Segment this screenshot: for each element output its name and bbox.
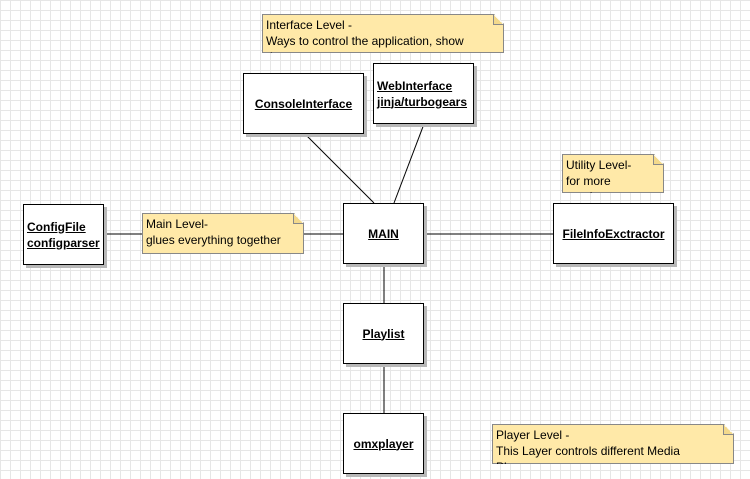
- box-label: FileInfoExctractor: [562, 226, 665, 241]
- box-label-sub: configparser: [27, 235, 100, 250]
- connector-main-console: [303, 132, 375, 204]
- box-label: MAIN: [368, 226, 399, 241]
- box-label: Playlist: [362, 326, 405, 341]
- note-main-level: Main Level- glues everything together: [142, 213, 304, 254]
- box-label: WebInterface: [377, 78, 453, 93]
- note-fold-icon: [723, 425, 733, 435]
- box-label: ConsoleInterface: [254, 96, 353, 111]
- note-line-2: glues everything together: [146, 233, 281, 247]
- box-playlist[interactable]: Playlist: [343, 303, 424, 364]
- note-line-1: Interface Level -: [266, 18, 353, 32]
- box-main[interactable]: MAIN: [343, 203, 424, 264]
- box-console-interface[interactable]: ConsoleInterface: [243, 73, 364, 134]
- note-interface-level: Interface Level - Ways to control the ap…: [262, 14, 504, 53]
- note-line-1: Main Level-: [146, 217, 209, 231]
- note-line-1: Utility Level-: [566, 158, 632, 172]
- box-omxplayer[interactable]: omxplayer: [343, 413, 424, 474]
- connector-main-webinterface: [393, 123, 425, 204]
- note-utility-level: Utility Level- for more comfort: [562, 154, 664, 193]
- box-web-interface[interactable]: WebInterface jinja/turbogears: [373, 63, 474, 124]
- note-line-1: Player Level -: [496, 428, 570, 442]
- box-label-sub: jinja/turbogears: [377, 94, 468, 109]
- box-label: omxplayer: [353, 436, 414, 451]
- note-fold-icon: [493, 15, 503, 25]
- note-fold-icon: [653, 155, 663, 165]
- note-player-level: Player Level - This Layer controls diffe…: [492, 424, 734, 464]
- note-fold-icon: [293, 214, 303, 224]
- box-config-file[interactable]: ConfigFile configparser: [23, 204, 104, 265]
- box-label: ConfigFile: [27, 219, 86, 234]
- box-file-info-extractor[interactable]: FileInfoExctractor: [553, 203, 674, 264]
